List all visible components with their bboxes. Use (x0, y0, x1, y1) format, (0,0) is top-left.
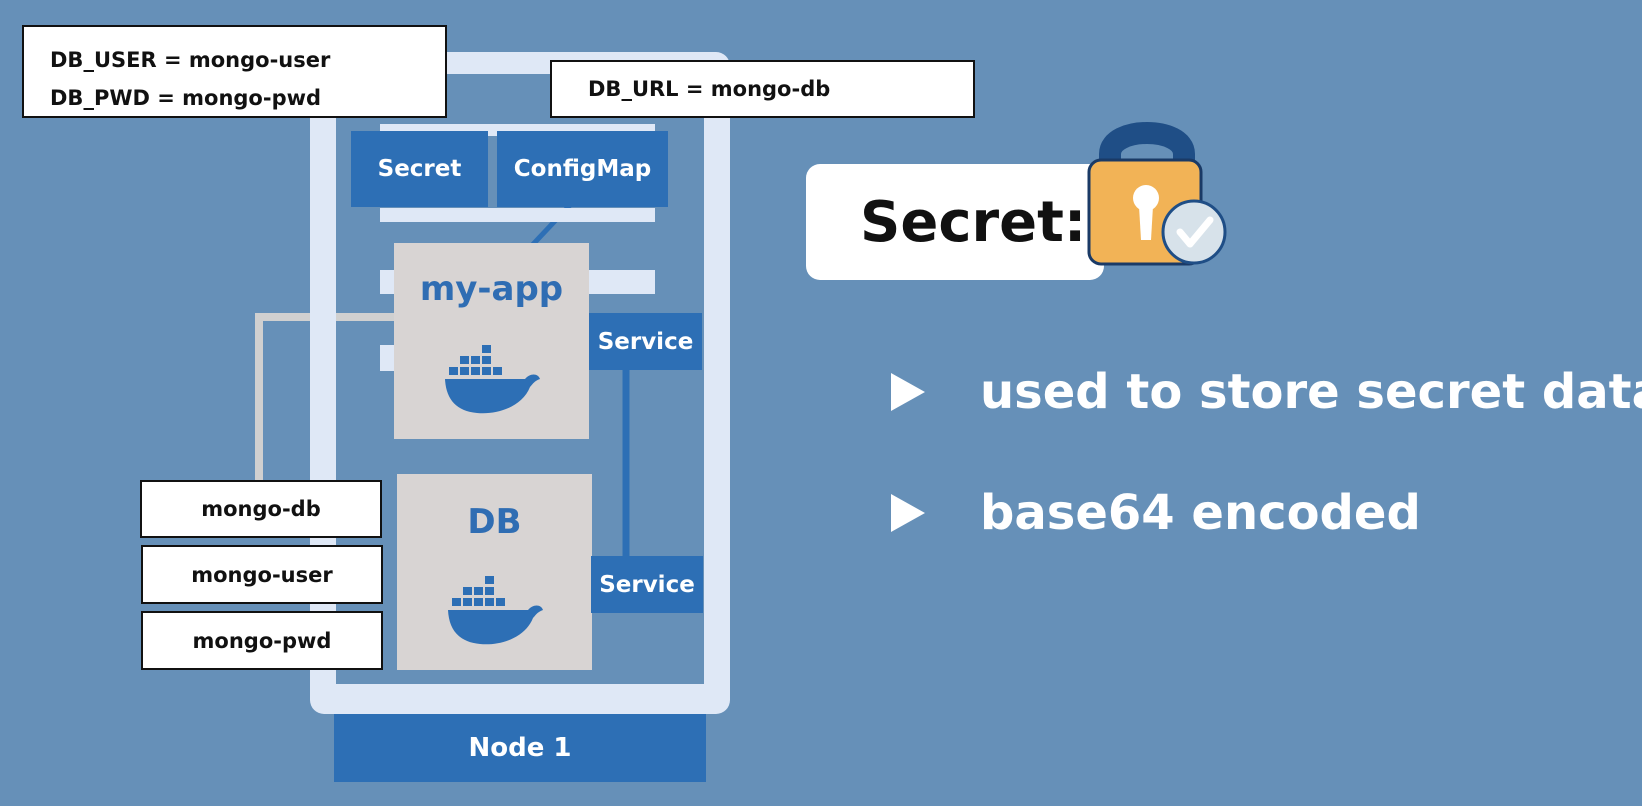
value-box-mongo-user: mongo-user (141, 545, 383, 604)
value-box-mongo-pwd: mongo-pwd (141, 611, 383, 670)
node-label: Node 1 (334, 714, 706, 782)
bullet-item: base64 encoded (891, 478, 1421, 548)
bullet-item: used to store secret data (891, 357, 1642, 427)
value-box-mongo-db: mongo-db (140, 480, 382, 538)
rail-1 (380, 208, 655, 222)
docker-whale-icon (444, 345, 540, 414)
app-pod-title: my-app (419, 269, 564, 309)
db-pod: DB (397, 474, 592, 670)
docker-whale-icon (447, 576, 543, 645)
bullet-text: base64 encoded (980, 485, 1421, 541)
db-pod-title: DB (467, 502, 522, 542)
secret-heading-text: Secret: (860, 189, 1087, 255)
db-user-line: DB_USER = mongo-user (50, 48, 331, 72)
triangle-bullet-icon (891, 373, 925, 411)
secret-tag: Secret (351, 131, 488, 207)
db-url-text: DB_URL = mongo-db (588, 77, 831, 101)
app-service-tag: Service (589, 313, 702, 370)
bullet-text: used to store secret data (980, 364, 1642, 420)
secret-heading-card: Secret: (806, 164, 1104, 280)
db-url-box: DB_URL = mongo-db (550, 60, 975, 118)
app-to-values-connector (255, 313, 396, 482)
db-service-tag: Service (591, 556, 703, 613)
padlock-check-icon (1087, 122, 1227, 266)
configmap-tag: ConfigMap (497, 131, 668, 207)
db-pwd-line: DB_PWD = mongo-pwd (50, 86, 322, 110)
env-vars-box: DB_USER = mongo-user DB_PWD = mongo-pwd (22, 25, 447, 118)
app-pod: my-app (394, 243, 589, 439)
triangle-bullet-icon (891, 494, 925, 532)
